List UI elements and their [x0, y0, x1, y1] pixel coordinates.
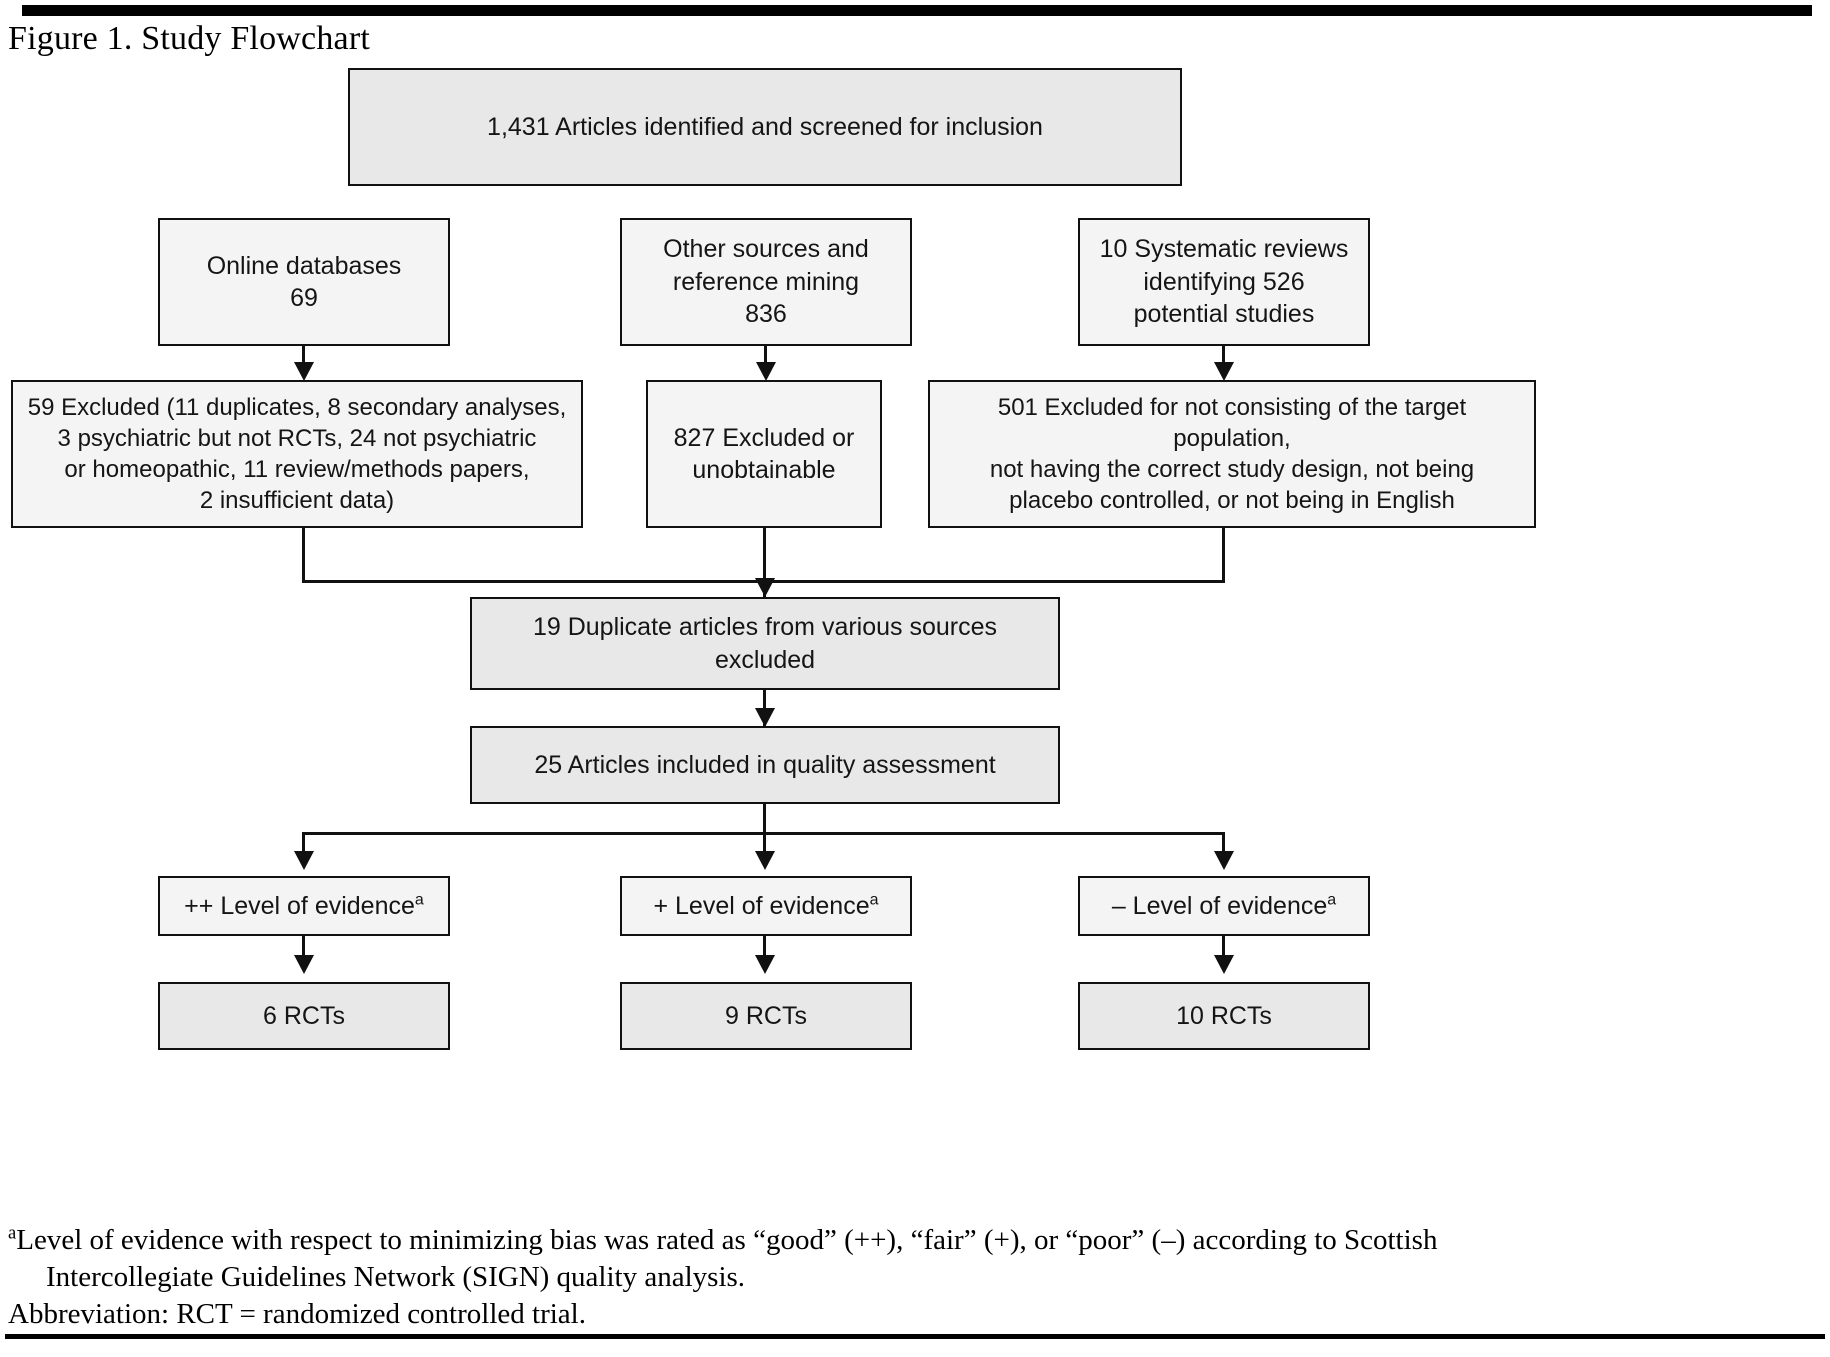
arrowhead-plus-to-rcts	[755, 955, 775, 974]
footnote-marker-minus: a	[1327, 891, 1337, 909]
node-level-plus: + Level of evidencea	[620, 876, 912, 936]
footnote-line-3-text: Abbreviation: RCT = randomized controlle…	[8, 1297, 586, 1330]
connector-other-to-excluded	[764, 346, 767, 374]
footnote-line-3: Abbreviation: RCT = randomized controlle…	[8, 1296, 1818, 1333]
connector-online-to-excluded	[302, 346, 305, 374]
footnote-line-2-text: Intercollegiate Guidelines Network (SIGN…	[46, 1260, 746, 1293]
node-source-online-databases: Online databases 69	[158, 218, 450, 346]
connector-quality-down	[763, 804, 766, 834]
arrowhead-split-right	[1214, 851, 1234, 870]
arrowhead-reviews-to-excluded	[1214, 362, 1234, 381]
arrowhead-split-middle	[755, 851, 775, 870]
node-screened: 1,431 Articles identified and screened f…	[348, 68, 1182, 186]
node-rcts-minus-label: 10 RCTs	[1176, 1001, 1272, 1030]
node-rcts-plus: 9 RCTs	[620, 982, 912, 1050]
connector-excluded-online-down	[302, 528, 305, 582]
arrowhead-split-left	[294, 851, 314, 870]
footnote-marker: a	[8, 1222, 17, 1244]
connector-excluded-reviews-down	[1222, 528, 1225, 582]
node-level-plus-label: + Level of evidence	[653, 891, 870, 920]
node-quality-assessment: 25 Articles included in quality assessme…	[470, 726, 1060, 804]
connector-minus-to-rcts	[1222, 936, 1225, 964]
footnote-block: aLevel of evidence with respect to minim…	[8, 1222, 1818, 1332]
footnote-line-1-text: Level of evidence with respect to minimi…	[16, 1224, 1438, 1256]
footnote-marker-plusplus: a	[414, 891, 424, 909]
arrowhead-merge-to-duplicates	[755, 578, 775, 597]
figure-title: Figure 1. Study Flowchart	[8, 20, 370, 57]
node-excluded-online: 59 Excluded (11 duplicates, 8 secondary …	[11, 380, 583, 528]
node-excluded-other-label: 827 Excluded or unobtainable	[673, 423, 855, 485]
arrowhead-other-to-excluded	[756, 362, 776, 381]
connector-split-right	[1222, 832, 1225, 860]
node-source-systematic-reviews: 10 Systematic reviews identifying 526 po…	[1078, 218, 1370, 346]
node-rcts-plusplus: 6 RCTs	[158, 982, 450, 1050]
connector-excluded-other-down	[763, 528, 766, 600]
connector-split-left	[302, 832, 305, 860]
node-excluded-reviews-label: 501 Excluded for not consisting of the t…	[989, 393, 1475, 515]
node-rcts-plus-label: 9 RCTs	[725, 1001, 807, 1030]
footnote-line-2: Intercollegiate Guidelines Network (SIGN…	[8, 1259, 1818, 1296]
node-level-minus: – Level of evidencea	[1078, 876, 1370, 936]
node-quality-assessment-label: 25 Articles included in quality assessme…	[534, 750, 996, 779]
node-screened-label: 1,431 Articles identified and screened f…	[487, 112, 1043, 141]
connector-plus-to-rcts	[763, 936, 766, 964]
footnote-line-1: aLevel of evidence with respect to minim…	[8, 1222, 1818, 1259]
node-level-minus-label: – Level of evidence	[1111, 891, 1328, 920]
node-level-plusplus: ++ Level of evidencea	[158, 876, 450, 936]
node-source-systematic-reviews-label: 10 Systematic reviews identifying 526 po…	[1099, 235, 1349, 329]
footnote-marker-plus: a	[869, 891, 879, 909]
node-level-plusplus-label: ++ Level of evidence	[184, 891, 415, 920]
connector-split-middle	[763, 832, 766, 860]
node-duplicates-excluded-label: 19 Duplicate articles from various sourc…	[532, 613, 998, 674]
arrowhead-online-to-excluded	[294, 362, 314, 381]
node-excluded-online-label: 59 Excluded (11 duplicates, 8 secondary …	[27, 393, 567, 515]
bottom-rule	[5, 1334, 1825, 1339]
node-source-other-reference-mining-label: Other sources and reference mining 836	[663, 235, 869, 329]
node-rcts-minus: 10 RCTs	[1078, 982, 1370, 1050]
node-excluded-other: 827 Excluded or unobtainable	[646, 380, 882, 528]
arrowhead-plusplus-to-rcts	[294, 955, 314, 974]
connector-reviews-to-excluded	[1222, 346, 1225, 374]
arrowhead-duplicates-to-quality	[755, 708, 775, 727]
arrowhead-minus-to-rcts	[1214, 955, 1234, 974]
node-source-online-databases-label: Online databases 69	[206, 251, 402, 313]
node-source-other-reference-mining: Other sources and reference mining 836	[620, 218, 912, 346]
connector-plusplus-to-rcts	[302, 936, 305, 964]
node-excluded-reviews: 501 Excluded for not consisting of the t…	[928, 380, 1536, 528]
top-rule	[22, 5, 1812, 16]
node-duplicates-excluded: 19 Duplicate articles from various sourc…	[470, 597, 1060, 690]
node-rcts-plusplus-label: 6 RCTs	[263, 1001, 345, 1030]
